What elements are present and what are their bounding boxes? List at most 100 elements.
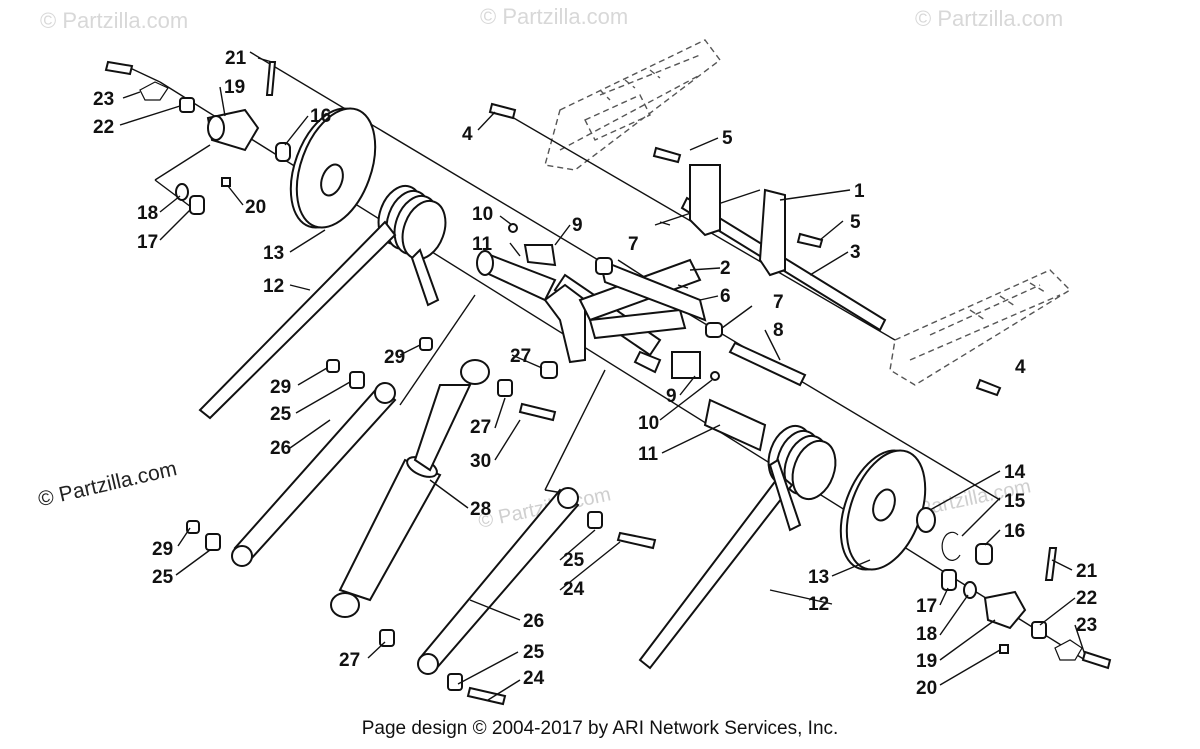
bolt-24-lower [466,686,507,706]
callout-18: 18 [137,203,158,224]
callout-26: 26 [523,611,544,632]
callout-12: 12 [808,594,829,615]
bushing-17-right [941,569,957,591]
bushing-17-left [189,195,205,215]
callout-6: 6 [720,286,731,307]
watermark: © Partzilla.com [915,6,1063,31]
watermark: © Partzilla.com [480,4,628,29]
pin-8 [728,341,807,387]
torsion-spring-right [638,424,837,670]
callout-23: 23 [1076,615,1097,636]
spacer-16-left [275,142,291,162]
arm-lower [588,308,687,340]
callout-20: 20 [916,678,937,699]
callout-23: 23 [93,89,114,110]
callout-4: 4 [1015,357,1026,378]
callout-12: 12 [263,276,284,297]
callout-2: 2 [720,258,731,279]
callout-21: 21 [225,48,247,69]
callout-24: 24 [563,579,585,600]
leader-lines [119,57,1086,701]
spring-arm-12-right [638,473,794,670]
callout-1: 1 [854,181,865,202]
bracket-1-b [758,188,786,277]
bushing-25-c [587,511,603,529]
cap-7-lower [705,322,723,338]
torsion-spring-left [198,184,447,420]
callout-13: 13 [808,567,829,588]
rear-axle-assembly [488,102,1002,397]
nut-20-right [999,644,1009,654]
bolt-5-upper [652,146,682,164]
bracket-19-right [983,590,1027,630]
callout-25: 25 [523,642,545,663]
callout-4: 4 [462,124,473,145]
bushing-25-b [205,533,221,551]
bolt-4-lower [975,378,1002,397]
callout-10: 10 [472,204,493,225]
callout-16: 16 [310,106,331,127]
callout-17: 17 [137,232,158,253]
clip-10-lower [710,371,720,381]
center-shaft-assembly [476,221,807,452]
link-26-left [186,337,557,567]
bolt-24-upper [616,531,657,550]
link-26-right [379,487,657,706]
nut-29-a [326,359,340,373]
callout-25: 25 [270,404,292,425]
callout-30: 30 [470,451,491,472]
cap-7-upper [595,257,613,275]
nut-20-left [221,177,231,187]
page-footer: Page design © 2004-2017 by ARI Network S… [361,718,839,739]
bumper-9-upper [523,244,557,267]
right-hardware [916,507,1112,670]
shock-absorber [330,359,490,618]
callout-29: 29 [270,377,291,398]
callout-5: 5 [722,128,733,149]
callout-25: 25 [152,567,174,588]
bolt-21-left [265,61,277,96]
arm-bracket [543,283,586,364]
callout-20: 20 [245,197,266,218]
bracket-19-left-hole [207,115,225,141]
callout-19: 19 [224,77,245,98]
bolt-23-left [104,60,134,76]
callout-27: 27 [510,346,531,367]
callout-3: 3 [850,242,861,263]
bushing-22-left [179,97,195,113]
spacer-16-right [975,543,993,565]
callout-22: 22 [1076,588,1097,609]
bearing-14 [916,507,936,533]
rail-lower [889,269,1072,386]
clip-right [1054,639,1083,661]
callout-25: 25 [563,550,585,571]
bolt-30 [518,402,557,422]
ring-15 [941,531,961,561]
left-hardware [104,60,291,215]
bushing-27-a [497,379,513,397]
callout-7: 7 [628,234,639,255]
bushing-22-right [1031,621,1047,639]
nut-29-c [186,520,200,534]
callouts: 1 2 3 4 4 5 5 6 7 7 8 9 9 10 10 11 11 12… [93,48,1098,699]
callout-11: 11 [472,234,493,255]
bolt-4-upper [488,102,517,120]
bushing-25-a [349,371,365,389]
callout-26: 26 [270,438,291,459]
callout-10: 10 [638,413,659,434]
callout-17: 17 [916,596,937,617]
callout-7: 7 [773,292,784,313]
callout-14: 14 [1004,462,1026,483]
callout-29: 29 [152,539,173,560]
nut-29-b [419,337,433,351]
bushing-25-d [447,673,463,691]
callout-15: 15 [1004,491,1026,512]
callout-27: 27 [339,650,360,671]
callout-9: 9 [666,386,677,407]
idler-wheel-left [289,107,377,229]
pin-2-a [659,221,671,226]
callout-5: 5 [850,212,861,233]
callout-21: 21 [1076,561,1098,582]
callout-8: 8 [773,320,784,341]
